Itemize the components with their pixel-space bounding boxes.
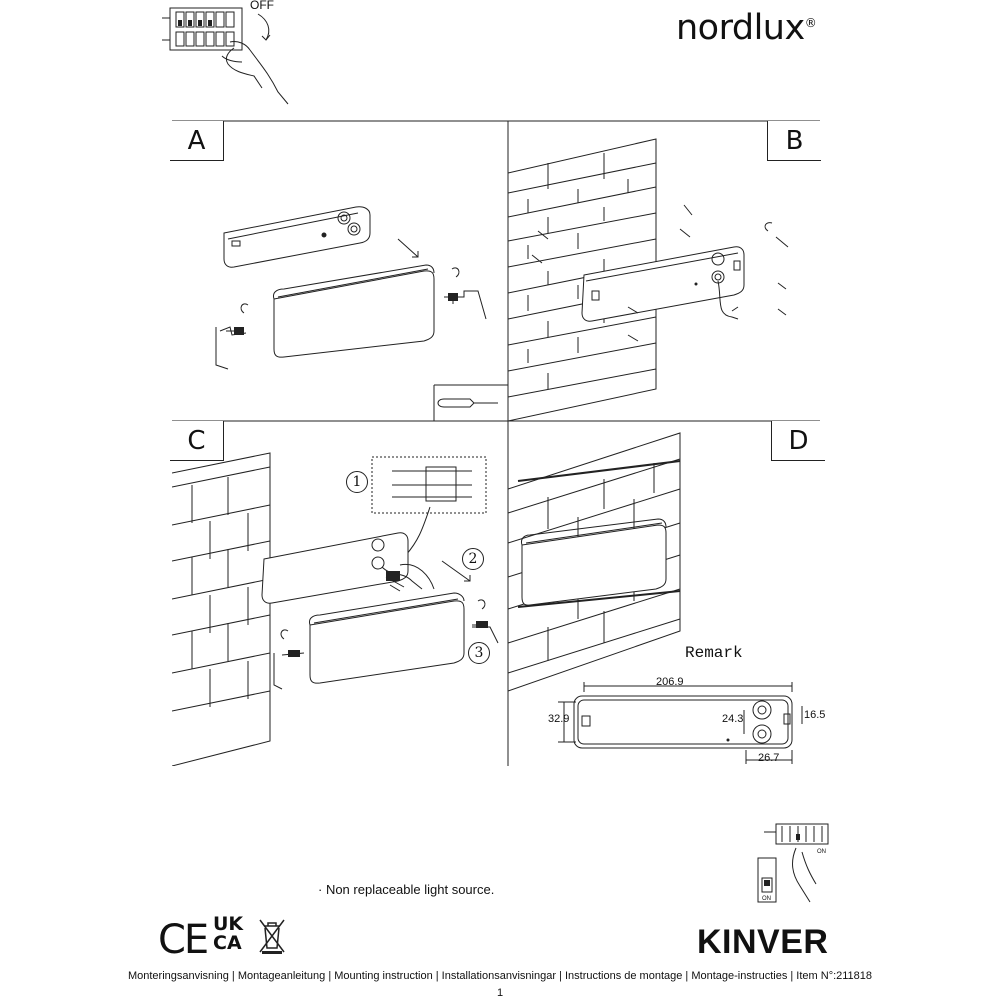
breaker-on-icon: [757, 823, 829, 903]
weee-bin-icon: [259, 919, 285, 954]
breaker-panel-icon: [162, 7, 289, 105]
panel-label-c: C: [170, 421, 224, 461]
brand-registered-mark: ®: [804, 16, 817, 30]
step-1-badge: 1: [346, 471, 368, 493]
dimension-hole-offset: 26.7: [758, 752, 780, 764]
screwdriver-icon: [433, 384, 508, 421]
dimension-edge-offset: 16.5: [804, 709, 826, 721]
panel-b-illustration: [508, 138, 789, 421]
dimension-hole-spacing: 24.3: [722, 713, 744, 725]
panel-c-illustration: [172, 452, 499, 766]
ukca-mark: UK CA: [213, 915, 243, 953]
wall-light-icon: [273, 264, 435, 358]
panel-label-d: D: [771, 421, 825, 461]
dimension-height: 32.9: [548, 713, 570, 725]
mounting-plate-icon: [223, 206, 371, 268]
brand-name: nordlux: [676, 8, 805, 48]
switch-on-label-top: ON: [817, 849, 826, 855]
switch-off-label: OFF: [250, 0, 274, 12]
dimension-width: 206.9: [656, 676, 684, 688]
light-source-note: · Non replaceable light source.: [318, 882, 495, 897]
step-2-badge: 2: [462, 548, 484, 570]
ce-mark: CE: [158, 917, 209, 963]
remark-dimension-drawing: [558, 682, 803, 764]
panel-label-b: B: [767, 121, 821, 161]
switch-on-label-bottom: ON: [762, 896, 771, 902]
page-number: 1: [496, 987, 504, 999]
step-3-badge: 3: [468, 642, 490, 664]
remark-title: Remark: [685, 644, 743, 662]
product-title: KINVER: [697, 923, 829, 961]
footer-instructions: Monteringsanvisning | Montageanleitung |…: [127, 970, 873, 982]
hand-icon: [221, 41, 289, 105]
panel-a-illustration: [215, 206, 508, 421]
panel-label-a: A: [170, 121, 224, 161]
ukca-top: UK: [213, 913, 244, 935]
panel-d-illustration: [508, 432, 681, 692]
ukca-bottom: CA: [213, 932, 242, 954]
brand-logo: nordlux®: [676, 8, 817, 48]
